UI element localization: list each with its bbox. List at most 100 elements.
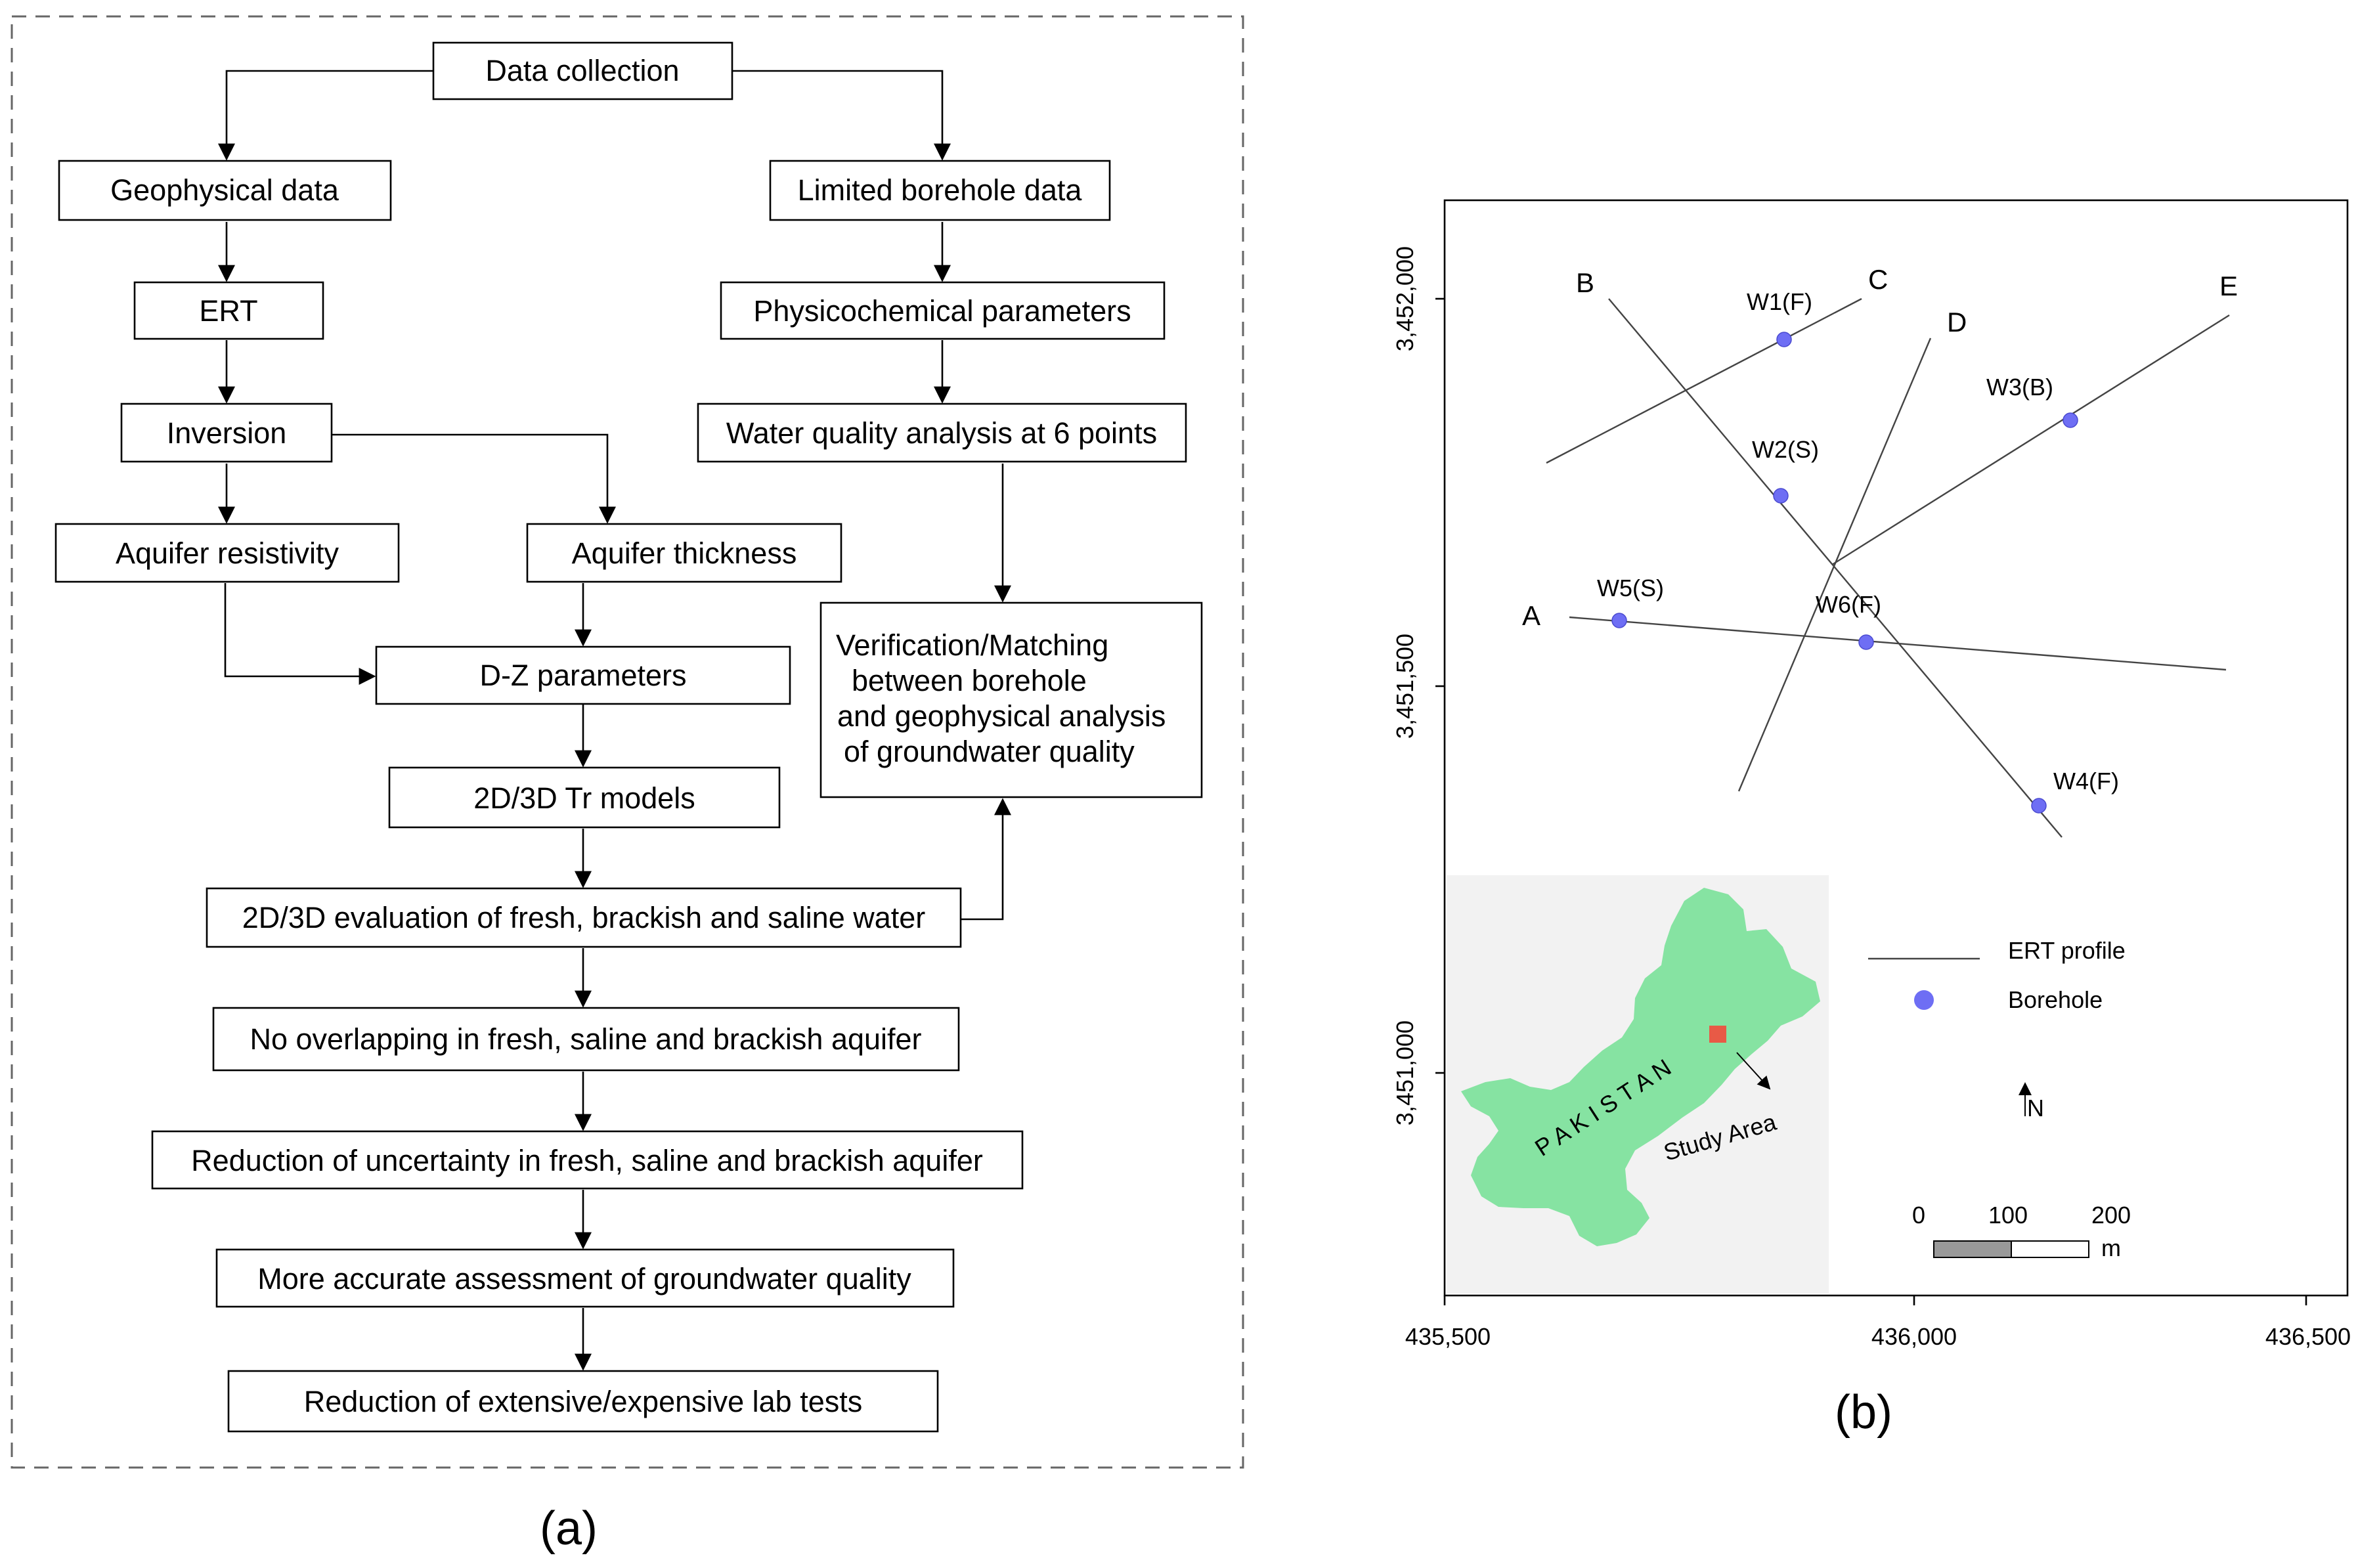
node-no-overlapping-label: No overlapping in fresh, saline and brac…	[250, 1022, 921, 1056]
node-data-collection-label: Data collection	[485, 54, 679, 87]
ert-profile-c	[1546, 297, 1862, 464]
borehole-label: W5(S)	[1597, 575, 1664, 601]
node-reduction-uncertainty: Reduction of uncertainty in fresh, salin…	[151, 1130, 1024, 1190]
node-physicochemical-parameters: Physicochemical parameters	[720, 281, 1166, 340]
node-limited-borehole-data: Limited borehole data	[769, 160, 1111, 221]
node-inversion-label: Inversion	[167, 416, 287, 450]
legend-ert-label: ERT profile	[2008, 937, 2126, 964]
borehole-marker	[1611, 613, 1627, 628]
scale-bar: 0 100 200 m	[1912, 1202, 2131, 1261]
arrow-resistivity-to-dz	[224, 583, 376, 685]
node-verification: Verification/Matching between borehole a…	[819, 601, 1203, 798]
scale-tick-0: 0	[1912, 1202, 1925, 1229]
ert-profiles	[1546, 297, 2230, 838]
node-dz-parameters-label: D-Z parameters	[479, 659, 686, 692]
y-tick-label-3: 3,451,000	[1391, 1020, 1418, 1125]
node-accurate-assessment-label: More accurate assessment of groundwater …	[257, 1262, 911, 1296]
x-tick-label-2: 436,000	[1871, 1323, 1957, 1350]
map-x-axis: 435,500 436,000 436,500	[1405, 1296, 2351, 1350]
arrow-collection-to-geophysical	[218, 70, 433, 161]
legend-borehole-label: Borehole	[2008, 986, 2103, 1013]
node-water-quality-analysis: Water quality analysis at 6 points	[697, 403, 1187, 463]
x-tick-label-3: 436,500	[2265, 1323, 2351, 1350]
node-no-overlapping: No overlapping in fresh, saline and brac…	[212, 1007, 960, 1072]
borehole-w6: W6(F)	[1816, 591, 1881, 650]
node-accurate-assessment: More accurate assessment of groundwater …	[215, 1248, 955, 1308]
node-aquifer-resistivity: Aquifer resistivity	[55, 523, 400, 583]
profile-label-e: E	[2219, 271, 2238, 301]
flowchart-connectors	[218, 70, 1011, 1371]
legend-borehole-marker	[1914, 990, 1934, 1010]
node-geophysical-data-label: Geophysical data	[110, 173, 339, 207]
profile-label-a: A	[1522, 600, 1540, 631]
node-aquifer-resistivity-label: Aquifer resistivity	[116, 536, 339, 570]
node-verification-line1: Verification/Matching	[836, 628, 1108, 662]
node-reduction-lab-tests-label: Reduction of extensive/expensive lab tes…	[304, 1385, 863, 1418]
borehole-w5: W5(S)	[1597, 575, 1664, 628]
node-water-quality-analysis-label: Water quality analysis at 6 points	[726, 416, 1157, 450]
node-evaluation: 2D/3D evaluation of fresh, brackish and …	[206, 887, 962, 948]
node-limited-borehole-data-label: Limited borehole data	[798, 173, 1083, 207]
map-y-axis: 3,452,000 3,451,500 3,451,000	[1391, 246, 1445, 1125]
borehole-label: W1(F)	[1747, 288, 1812, 315]
node-evaluation-label: 2D/3D evaluation of fresh, brackish and …	[242, 901, 926, 934]
borehole-w3: W3(B)	[1986, 374, 2078, 428]
borehole-w2: W2(S)	[1752, 436, 1819, 504]
north-arrow: N	[2019, 1082, 2044, 1122]
node-reduction-uncertainty-label: Reduction of uncertainty in fresh, salin…	[191, 1144, 983, 1177]
scale-segment-empty	[2011, 1240, 2089, 1258]
borehole-marker	[1773, 488, 1789, 504]
borehole-label: W4(F)	[2053, 768, 2119, 795]
north-label: N	[2027, 1095, 2044, 1122]
arrow-evaluation-to-verification	[961, 798, 1011, 921]
map-panel: 3,452,000 3,451,500 3,451,000 435,500 43…	[1391, 199, 2351, 1439]
node-reduction-lab-tests: Reduction of extensive/expensive lab tes…	[227, 1370, 939, 1433]
study-area-marker	[1709, 1026, 1726, 1043]
scale-unit: m	[2101, 1234, 2121, 1261]
borehole-w1: W1(F)	[1747, 288, 1812, 347]
flowchart-dashed-frame	[11, 15, 1244, 1469]
x-tick-label-1: 435,500	[1405, 1323, 1491, 1350]
node-tr-models: 2D/3D Tr models	[388, 766, 781, 829]
ert-profile-a	[1569, 616, 2227, 671]
flowchart-panel: Data collection Geophysical data Limited…	[11, 15, 1244, 1555]
borehole-marker	[1858, 634, 1874, 650]
borehole-marker	[2063, 412, 2078, 428]
study-area-pointer	[1736, 1052, 1771, 1090]
ert-profile-e	[1831, 314, 2230, 566]
node-ert: ERT	[133, 281, 324, 340]
ert-profile-b	[1608, 298, 2063, 838]
caption-a: (a)	[540, 1502, 598, 1555]
arrow-inversion-to-thickness	[332, 433, 616, 524]
node-aquifer-thickness: Aquifer thickness	[526, 523, 842, 583]
scale-tick-200: 200	[2091, 1202, 2131, 1229]
inset-map: P A K I S T A N Study Area	[1447, 875, 1829, 1294]
node-verification-line3: and geophysical analysis	[837, 699, 1166, 733]
node-tr-models-label: 2D/3D Tr models	[473, 781, 695, 815]
node-physicochemical-parameters-label: Physicochemical parameters	[753, 294, 1131, 328]
node-inversion: Inversion	[120, 403, 333, 463]
arrow-collection-to-borehole	[732, 70, 951, 161]
node-geophysical-data: Geophysical data	[58, 160, 392, 221]
y-tick-label-1: 3,452,000	[1391, 246, 1418, 351]
borehole-label: W2(S)	[1752, 436, 1819, 463]
scale-segment-filled	[1933, 1240, 2012, 1258]
borehole-marker	[1776, 332, 1792, 347]
node-verification-line2: between borehole	[852, 664, 1087, 697]
caption-b: (b)	[1835, 1386, 1892, 1439]
y-tick-label-2: 3,451,500	[1391, 634, 1418, 739]
node-dz-parameters: D-Z parameters	[375, 645, 791, 705]
pakistan-shape	[1461, 888, 1820, 1246]
map-legend: ERT profile Borehole	[1868, 937, 2126, 1013]
ert-profile-d	[1737, 338, 1932, 792]
profile-label-b: B	[1576, 267, 1594, 298]
profile-label-d: D	[1947, 307, 1967, 338]
node-verification-line4: of groundwater quality	[844, 735, 1135, 768]
node-ert-label: ERT	[199, 294, 257, 328]
node-data-collection: Data collection	[432, 41, 733, 100]
scale-tick-100: 100	[1988, 1202, 2028, 1229]
borehole-label: W6(F)	[1816, 591, 1881, 618]
borehole-w4: W4(F)	[2031, 768, 2119, 814]
borehole-marker	[2031, 798, 2047, 814]
